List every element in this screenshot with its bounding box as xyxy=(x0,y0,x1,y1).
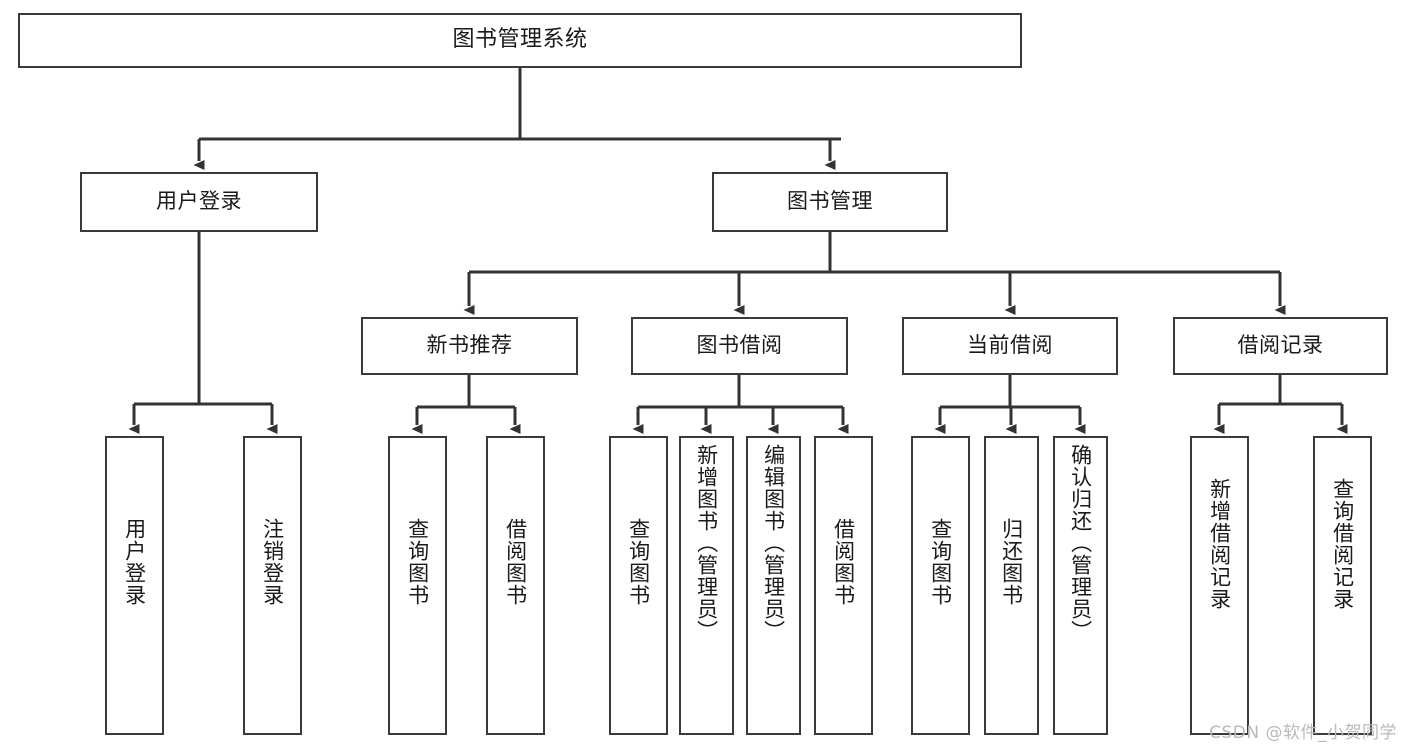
node-leaf-confirm-return[interactable]: 确认归还（管理员） xyxy=(1053,436,1108,735)
node-leaf-add-record[interactable]: 新增借阅记录 xyxy=(1190,436,1249,735)
node-leaf-confirm-return-label: 确认归还（管理员） xyxy=(1068,444,1093,642)
node-book-borrow[interactable]: 图书借阅 xyxy=(631,317,848,375)
node-borrow-record-label: 借阅记录 xyxy=(1237,333,1324,358)
csdn-watermark: CSDN @软件_小贺同学 xyxy=(1209,723,1397,743)
node-new-book-recommend-label: 新书推荐 xyxy=(426,333,513,358)
node-book-manage-label: 图书管理 xyxy=(787,189,873,214)
node-current-borrow-label: 当前借阅 xyxy=(967,333,1053,358)
node-user-login[interactable]: 用户登录 xyxy=(80,172,318,232)
node-leaf-user-logout-label: 注销登录 xyxy=(260,518,285,606)
node-root[interactable]: 图书管理系统 xyxy=(18,13,1022,68)
node-book-manage[interactable]: 图书管理 xyxy=(712,172,948,232)
node-leaf-query-record-label: 查询借阅记录 xyxy=(1330,478,1355,610)
node-leaf-query-book-3-label: 查询图书 xyxy=(928,518,953,606)
node-user-login-label: 用户登录 xyxy=(156,189,242,214)
node-leaf-add-record-label: 新增借阅记录 xyxy=(1207,478,1232,610)
node-leaf-borrow-book-1-label: 借阅图书 xyxy=(503,518,528,606)
node-leaf-query-book-1[interactable]: 查询图书 xyxy=(388,436,447,735)
node-leaf-query-book-2[interactable]: 查询图书 xyxy=(609,436,668,735)
node-leaf-borrow-book-2-label: 借阅图书 xyxy=(831,518,856,606)
node-leaf-borrow-book-1[interactable]: 借阅图书 xyxy=(486,436,545,735)
node-leaf-return-book[interactable]: 归还图书 xyxy=(984,436,1039,735)
node-leaf-query-book-1-label: 查询图书 xyxy=(405,518,430,606)
node-root-label: 图书管理系统 xyxy=(452,27,588,53)
node-leaf-edit-book-label: 编辑图书（管理员） xyxy=(761,444,786,642)
node-leaf-borrow-book-2[interactable]: 借阅图书 xyxy=(814,436,873,735)
node-leaf-add-book-label: 新增图书（管理员） xyxy=(694,444,719,642)
node-leaf-user-login-label: 用户登录 xyxy=(122,518,147,606)
node-borrow-record[interactable]: 借阅记录 xyxy=(1173,317,1388,375)
node-leaf-query-record[interactable]: 查询借阅记录 xyxy=(1313,436,1372,735)
node-leaf-query-book-3[interactable]: 查询图书 xyxy=(911,436,970,735)
node-leaf-query-book-2-label: 查询图书 xyxy=(626,518,651,606)
node-leaf-add-book[interactable]: 新增图书（管理员） xyxy=(679,436,734,735)
node-book-borrow-label: 图书借阅 xyxy=(696,333,783,358)
node-leaf-user-login[interactable]: 用户登录 xyxy=(105,436,164,735)
node-leaf-user-logout[interactable]: 注销登录 xyxy=(243,436,302,735)
node-new-book-recommend[interactable]: 新书推荐 xyxy=(361,317,578,375)
node-leaf-edit-book[interactable]: 编辑图书（管理员） xyxy=(746,436,801,735)
node-leaf-return-book-label: 归还图书 xyxy=(999,518,1024,606)
node-current-borrow[interactable]: 当前借阅 xyxy=(902,317,1118,375)
